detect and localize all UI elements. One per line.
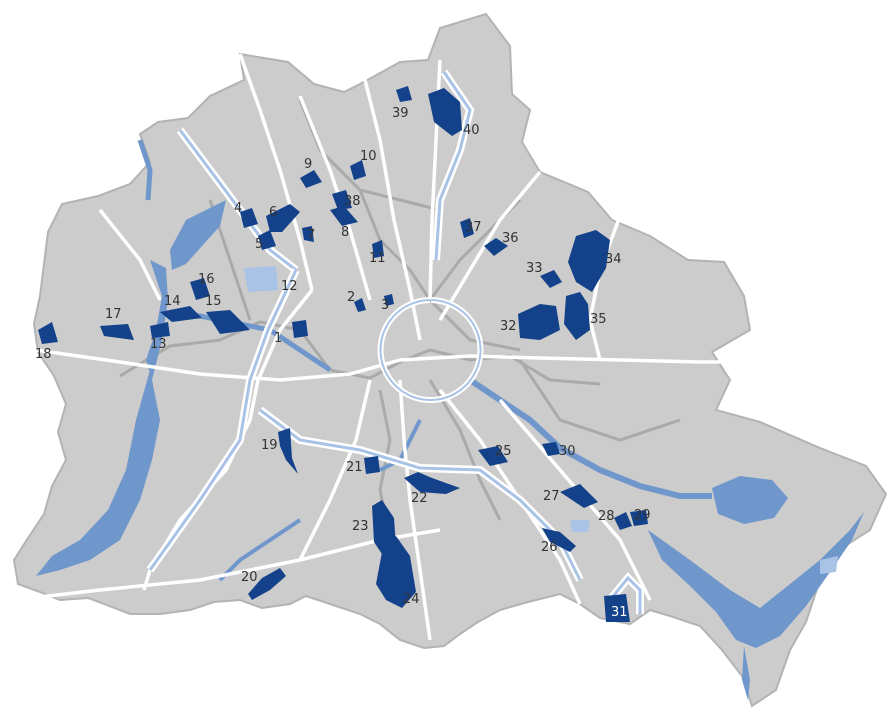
label-21: 21 — [346, 460, 363, 475]
area-22 — [404, 472, 460, 494]
area-35 — [564, 292, 590, 340]
label-15: 15 — [205, 294, 222, 309]
area-26 — [542, 528, 576, 552]
area-18 — [38, 322, 58, 344]
area-2 — [354, 298, 366, 312]
area-33 — [540, 270, 562, 288]
area-6 — [266, 204, 300, 232]
area-28 — [614, 512, 632, 530]
label-1: 1 — [274, 331, 282, 346]
label-2: 2 — [347, 290, 355, 305]
area-14 — [160, 306, 202, 322]
label-20: 20 — [241, 570, 258, 585]
area-17 — [100, 324, 134, 340]
label-25: 25 — [495, 444, 512, 459]
label-17: 17 — [105, 307, 122, 322]
area-16 — [190, 278, 210, 300]
label-3: 3 — [381, 298, 389, 313]
label-19: 19 — [261, 438, 278, 453]
area-36 — [484, 238, 508, 256]
label-29: 29 — [634, 508, 651, 523]
label-40: 40 — [463, 123, 480, 138]
area-5 — [258, 230, 276, 250]
area-25 — [478, 446, 508, 466]
label-32: 32 — [500, 319, 517, 334]
area-29 — [630, 510, 648, 526]
label-23: 23 — [352, 519, 369, 534]
label-31: 31 — [611, 605, 628, 620]
area-40 — [428, 88, 462, 136]
label-37: 37 — [465, 220, 482, 235]
area-3 — [384, 294, 394, 306]
label-5: 5 — [255, 237, 263, 252]
area-11 — [372, 240, 384, 258]
label-10: 10 — [360, 149, 377, 164]
label-16: 16 — [198, 272, 215, 287]
area-20 — [248, 568, 286, 600]
label-24: 24 — [403, 592, 420, 607]
label-22: 22 — [411, 491, 428, 506]
area-32 — [518, 304, 560, 340]
area-39 — [396, 86, 412, 102]
label-39: 39 — [392, 106, 409, 121]
area-15 — [206, 310, 250, 334]
label-4: 4 — [234, 201, 242, 216]
area-37 — [460, 218, 474, 238]
label-34: 34 — [605, 252, 622, 267]
area-30 — [542, 442, 560, 456]
area-21 — [364, 456, 380, 474]
area-9 — [300, 170, 322, 188]
area-38 — [332, 190, 352, 210]
label-6: 6 — [269, 205, 277, 220]
area-31 — [604, 594, 630, 622]
area-19 — [278, 428, 298, 474]
label-36: 36 — [502, 231, 519, 246]
area-7 — [302, 226, 314, 242]
area-4 — [240, 208, 258, 228]
area-24 — [376, 536, 416, 608]
label-18: 18 — [35, 347, 52, 362]
label-11: 11 — [369, 251, 386, 266]
area-labels: 1 2 3 4 5 6 7 8 9 10 11 12 13 14 15 16 1… — [35, 106, 651, 620]
label-28: 28 — [598, 509, 615, 524]
area-13 — [150, 322, 170, 338]
label-35: 35 — [590, 312, 607, 327]
highlighted-areas — [38, 86, 648, 622]
label-33: 33 — [526, 261, 543, 276]
label-27: 27 — [543, 489, 560, 504]
area-34 — [568, 230, 610, 292]
label-7: 7 — [307, 228, 315, 243]
area-27 — [560, 484, 598, 508]
label-30: 30 — [559, 444, 576, 459]
label-12: 12 — [281, 279, 298, 294]
label-9: 9 — [304, 157, 312, 172]
area-10 — [350, 160, 366, 180]
label-13: 13 — [150, 337, 167, 352]
label-8: 8 — [341, 225, 349, 240]
label-14: 14 — [164, 294, 181, 309]
label-38: 38 — [344, 194, 361, 209]
label-26: 26 — [541, 540, 558, 555]
water — [36, 139, 864, 700]
area-8 — [330, 206, 358, 226]
area-1 — [292, 320, 308, 338]
